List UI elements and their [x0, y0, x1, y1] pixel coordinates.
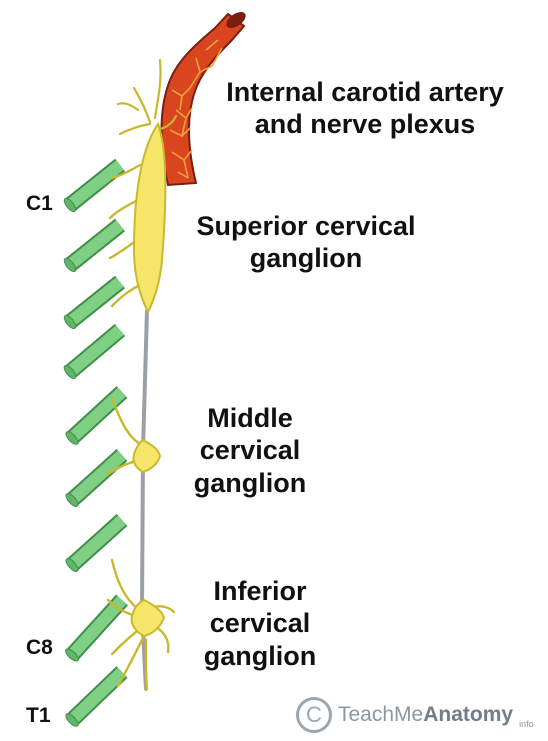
level-c1: C1 — [26, 192, 53, 216]
spinal-nerve-ramus — [64, 672, 122, 728]
label-line: Internal carotid artery — [200, 76, 530, 108]
label-internal-carotid: Internal carotid artery and nerve plexus — [200, 76, 530, 141]
label-inferior-ganglion: Inferior cervical ganglion — [180, 575, 340, 672]
spinal-nerve-ramus — [62, 165, 120, 213]
copyright-icon: C — [296, 697, 332, 733]
label-line: cervical — [170, 434, 330, 466]
spinal-nerve-ramus — [64, 455, 122, 508]
label-line: ganglion — [176, 242, 436, 274]
level-c8: C8 — [26, 636, 53, 660]
watermark-brand: TeachMe — [338, 703, 423, 726]
label-line: ganglion — [170, 467, 330, 499]
middle-cervical-ganglion — [133, 440, 160, 472]
label-line: Inferior — [180, 575, 340, 607]
spinal-nerve-ramus — [62, 225, 120, 273]
label-superior-ganglion: Superior cervical ganglion — [176, 210, 436, 275]
label-line: cervical — [180, 607, 340, 639]
label-line: ganglion — [180, 640, 340, 672]
level-t1: T1 — [26, 704, 51, 728]
watermark-brand-bold: Anatomy — [423, 703, 513, 726]
label-line: Middle — [170, 402, 330, 434]
label-line: Superior cervical — [176, 210, 436, 242]
spinal-nerve-rami — [62, 165, 122, 728]
watermark: C TeachMeAnatomy info — [296, 697, 534, 733]
label-line: and nerve plexus — [200, 108, 530, 140]
label-middle-ganglion: Middle cervical ganglion — [170, 402, 330, 499]
spinal-nerve-ramus — [62, 330, 120, 380]
watermark-suffix: info — [519, 719, 534, 729]
superior-cervical-ganglion — [134, 124, 165, 312]
